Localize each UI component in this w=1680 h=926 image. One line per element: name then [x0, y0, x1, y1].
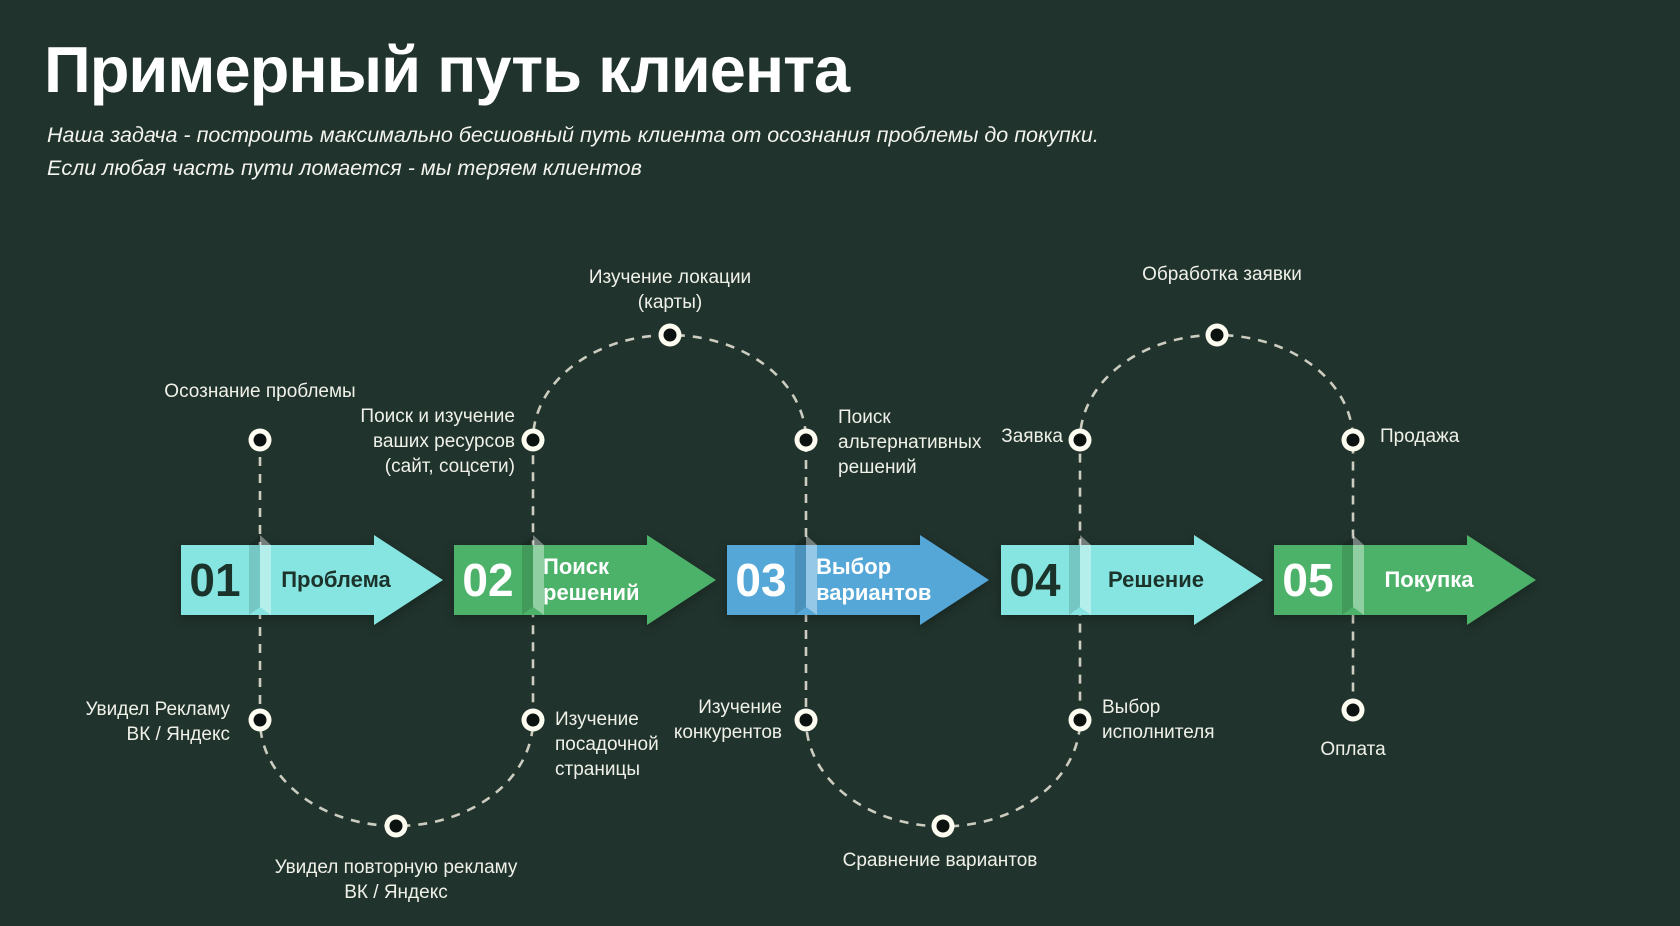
milestone-label-location: Изучение локации (карты) — [588, 267, 752, 313]
milestone-label-alternatives: Поиск альтернативных решений — [838, 407, 982, 478]
milestone-dot-request — [1068, 428, 1092, 452]
milestone-dot-payment — [1341, 698, 1365, 722]
step-label: Покупка — [1384, 567, 1474, 592]
step-number: 04 — [1009, 554, 1061, 606]
arrow-ribbon-icon — [181, 535, 443, 625]
milestone-dot-search-resources — [521, 428, 545, 452]
milestone-label-payment: Оплата — [1320, 739, 1386, 760]
step-label: Решение — [1108, 567, 1204, 592]
page-subtitle: Наша задача - построить максимально бесш… — [47, 123, 1099, 180]
milestone-dot-repeat-ad — [384, 814, 408, 838]
milestone-label-search-resources: Поиск и изучение ваших ресурсов (сайт, с… — [360, 406, 515, 477]
milestone-dot-saw-ad — [248, 708, 272, 732]
milestone-label-awareness: Осознание проблемы — [164, 381, 356, 402]
step-number: 01 — [189, 554, 241, 606]
step-label: Поиск решений — [543, 554, 640, 605]
milestone-dot-landing — [521, 708, 545, 732]
arrow-ribbon-icon — [454, 535, 716, 625]
step-arrow-03-choice: 03 Выбор вариантов — [727, 534, 989, 626]
step-arrow-02-search: 02 Поиск решений — [454, 534, 716, 626]
step-label-wrap: Покупка — [1363, 534, 1495, 626]
milestone-label-saw-ad: Увидел Рекламу ВК / Яндекс — [85, 699, 230, 745]
step-label-wrap: Выбор вариантов — [816, 534, 948, 626]
milestone-dot-awareness — [248, 428, 272, 452]
milestone-dot-processing — [1205, 323, 1229, 347]
step-arrow-01-problem: 01 Проблема — [181, 534, 443, 626]
milestone-dot-executor — [1068, 708, 1092, 732]
milestone-label-landing: Изучение посадочной страницы — [555, 709, 659, 780]
milestone-dot-alternatives — [794, 428, 818, 452]
step-number: 02 — [462, 554, 514, 606]
arrow-ribbon-icon — [1274, 535, 1536, 625]
step-label: Проблема — [281, 567, 391, 592]
step-label-wrap: Поиск решений — [543, 534, 675, 626]
step-number: 05 — [1282, 554, 1334, 606]
step-label-wrap: Решение — [1090, 534, 1222, 626]
page-title: Примерный путь клиента — [44, 33, 850, 106]
step-arrow-04-solution: 04 Решение — [1001, 534, 1263, 626]
step-number: 03 — [735, 554, 787, 606]
arrow-ribbon-icon — [727, 535, 989, 625]
milestone-label-comparison: Сравнение вариантов — [842, 850, 1038, 871]
milestone-label-processing: Обработка заявки — [1142, 264, 1302, 285]
milestone-label-repeat-ad: Увидел повторную рекламу ВК / Яндекс — [274, 857, 518, 903]
arrow-ribbon-icon — [1001, 535, 1263, 625]
milestone-dot-comparison — [931, 814, 955, 838]
milestone-dot-sale — [1341, 428, 1365, 452]
milestone-label-executor: Выбор исполнителя — [1102, 697, 1215, 743]
milestone-label-competitors: Изучение конкурентов — [673, 697, 782, 743]
step-label-wrap: Проблема — [270, 534, 402, 626]
milestone-label-request: Заявка — [1001, 426, 1063, 447]
milestone-label-sale: Продажа — [1380, 426, 1460, 447]
step-label: Выбор вариантов — [816, 554, 932, 605]
milestone-dot-location — [658, 323, 682, 347]
milestone-dot-competitors — [794, 708, 818, 732]
step-arrow-05-purchase: 05 Покупка — [1274, 534, 1536, 626]
